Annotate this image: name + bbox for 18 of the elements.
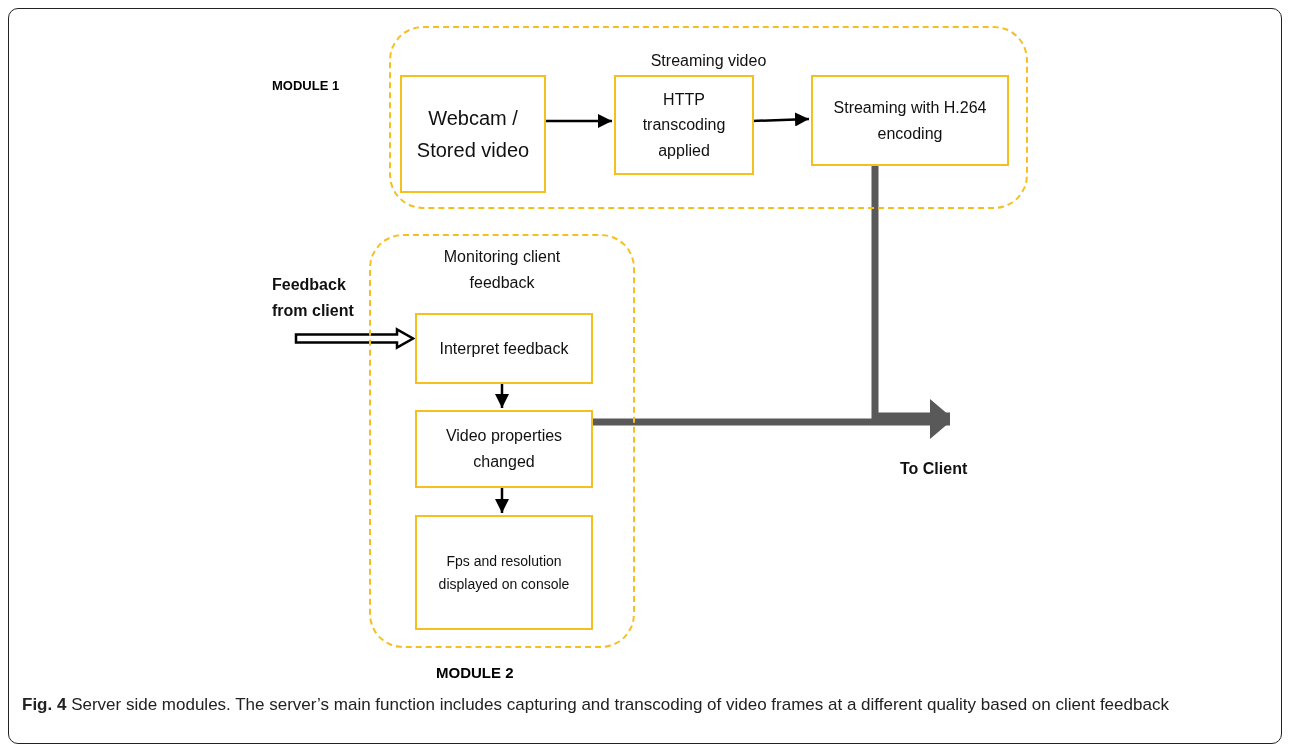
module-group — [369, 234, 635, 648]
module-label: MODULE 1 — [272, 78, 340, 93]
hollow-arrow — [294, 327, 416, 350]
process-box: Webcam / Stored video — [400, 75, 546, 193]
process-box: Video properties changed — [415, 410, 593, 488]
process-box: Fps and resolution displayed on console — [415, 515, 593, 630]
process-box: Streaming with H.264 encoding — [811, 75, 1009, 166]
flow-label: Feedback from client — [272, 275, 355, 322]
figure-caption: Fig. 4 Server side modules. The server’s main function includes capturing and transcoding of video frames at a different quality based on client feedback — [22, 694, 1170, 716]
arrow — [495, 486, 509, 513]
arrow — [495, 382, 509, 408]
module-label: MODULE 2 — [436, 664, 514, 681]
group-heading: Streaming video — [650, 51, 767, 71]
process-box: Interpret feedback — [415, 313, 593, 384]
module-group — [389, 26, 1028, 209]
flow-label: To Client — [900, 459, 968, 479]
process-box: HTTP transcoding applied — [614, 75, 754, 175]
group-heading: Monitoring client feedback — [442, 247, 562, 293]
